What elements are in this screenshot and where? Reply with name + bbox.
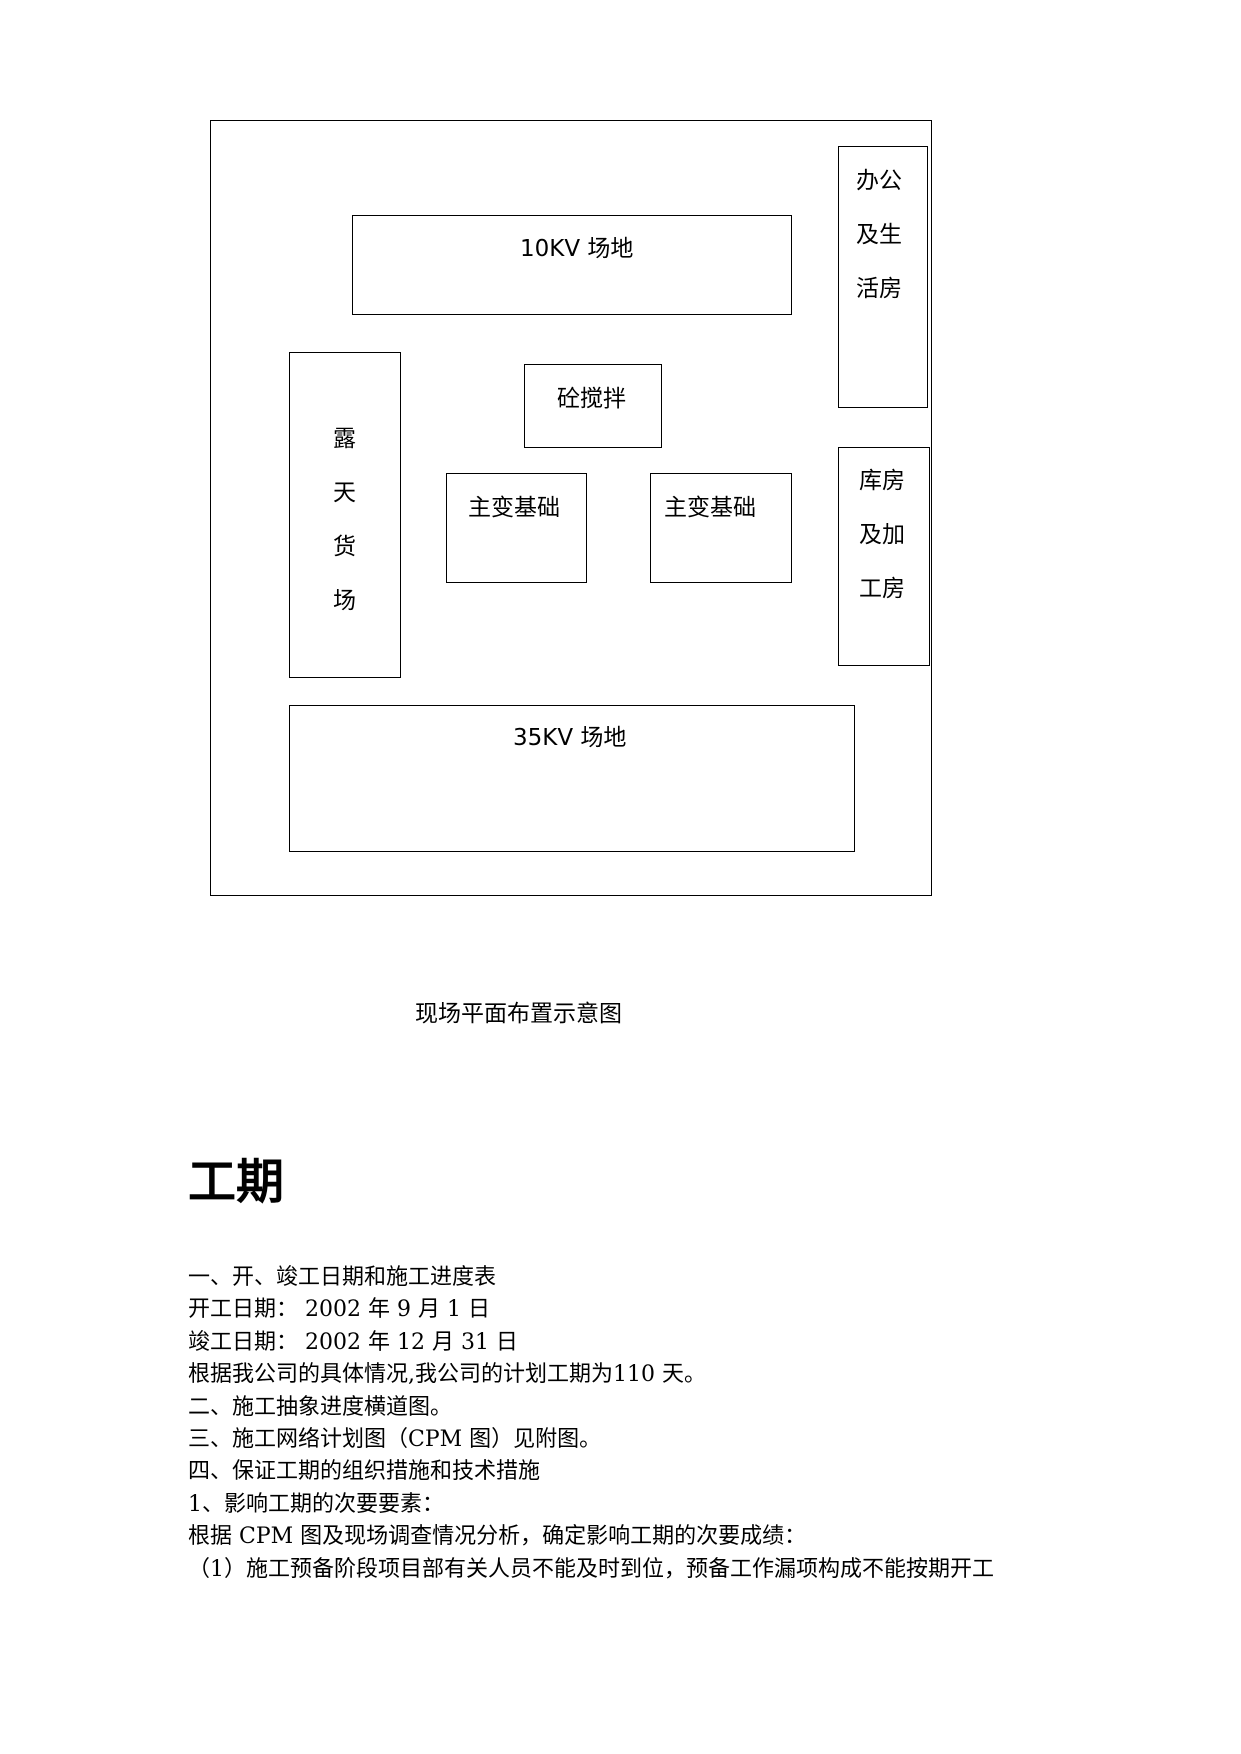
diagram-caption: 现场平面布置示意图 xyxy=(415,1001,622,1027)
open-yard-label-char-2: 天 xyxy=(333,480,356,506)
warehouse-label-line-3: 工房 xyxy=(859,576,905,602)
text-line: 根据 CPM 图及现场调查情况分析，确定影响工期的次要成绩： xyxy=(188,1524,807,1550)
main-transformer-right-label: 主变基础 xyxy=(664,495,756,521)
office-label-line-1: 办公 xyxy=(856,168,902,194)
field-10kv-label: 10KV 场地 xyxy=(520,236,634,262)
warehouse-label: 库房 及加 工房 xyxy=(859,470,905,632)
text-line: 三、施工网络计划图（CPM 图）见附图。 xyxy=(188,1426,602,1452)
field-35kv-label: 35KV 场地 xyxy=(513,725,627,751)
body-text: 一、开、竣工日期和施工进度表 开工日期： 2002 年 9 月 1 日 竣工日期… xyxy=(188,1262,994,1586)
text-line: （1）施工预备阶段项目部有关人员不能及时到位，预备工作漏项构成不能按期开工 xyxy=(188,1556,994,1582)
warehouse-area xyxy=(838,447,930,666)
concrete-mixing-label: 砼搅拌 xyxy=(557,386,626,412)
open-yard-label-char-4: 场 xyxy=(333,588,356,614)
field-10kv-area xyxy=(352,215,792,315)
warehouse-label-line-2: 及加 xyxy=(859,522,905,548)
office-label-line-2: 及生 xyxy=(856,222,902,248)
text-line: 根据我公司的具体情况,我公司的计划工期为110 天。 xyxy=(188,1362,706,1388)
open-yard-label: 露 天 货 场 xyxy=(333,428,356,644)
office-label: 办公 及生 活房 xyxy=(856,170,902,332)
field-35kv-area xyxy=(289,705,855,852)
section-heading: 工期 xyxy=(188,1154,285,1210)
main-transformer-right-area xyxy=(650,473,792,583)
warehouse-label-line-1: 库房 xyxy=(859,468,905,494)
open-yard-area xyxy=(289,352,401,678)
open-yard-label-char-1: 露 xyxy=(333,426,356,452)
main-transformer-left-label: 主变基础 xyxy=(468,495,560,521)
text-line: 一、开、竣工日期和施工进度表 xyxy=(188,1265,497,1290)
open-yard-label-char-3: 货 xyxy=(333,534,356,560)
main-transformer-left-area xyxy=(446,473,587,583)
text-line: 竣工日期： 2002 年 12 月 31 日 xyxy=(188,1329,518,1355)
concrete-mixing-area xyxy=(524,364,662,448)
text-line: 四、保证工期的组织措施和技术措施 xyxy=(188,1459,541,1485)
office-area xyxy=(838,146,928,408)
text-line: 开工日期： 2002 年 9 月 1 日 xyxy=(188,1297,490,1323)
text-line: 1、影响工期的次要要素： xyxy=(188,1491,444,1517)
text-line: 二、施工抽象进度横道图。 xyxy=(188,1394,453,1420)
office-label-line-3: 活房 xyxy=(856,276,902,302)
